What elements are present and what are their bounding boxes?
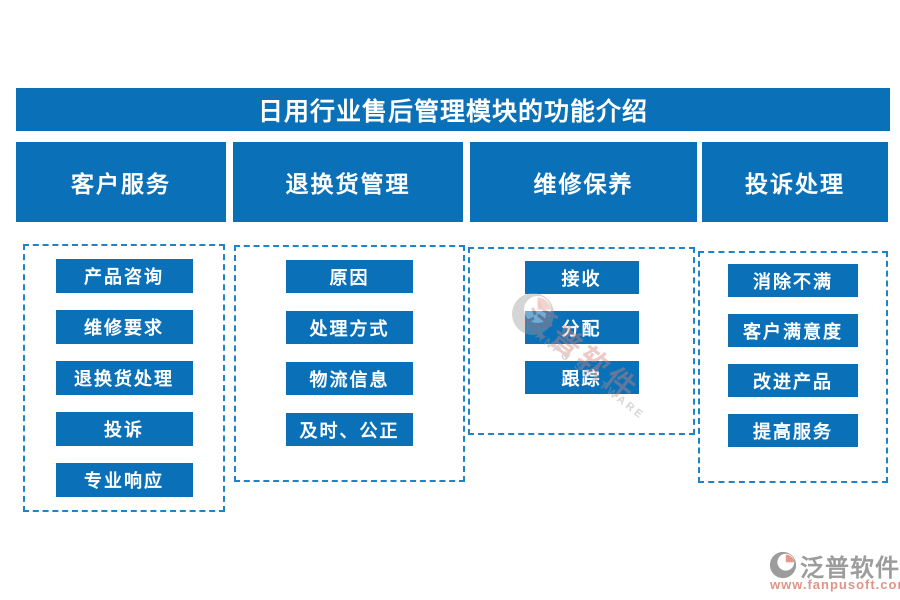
function-item-return-handling: 退换货处理 xyxy=(55,361,193,395)
function-item-assign: 分配 xyxy=(524,311,639,344)
column-box-customer-service: 产品咨询 维修要求 退换货处理 投诉 专业响应 xyxy=(23,244,225,512)
fanpu-logo-icon xyxy=(769,551,797,579)
diagram-title: 日用行业售后管理模块的功能介绍 xyxy=(16,88,890,131)
function-item-handling-method: 处理方式 xyxy=(286,311,413,344)
function-item-professional-response: 专业响应 xyxy=(55,463,193,497)
column-header-maintenance: 维修保养 xyxy=(470,142,697,222)
function-item-repair-request: 维修要求 xyxy=(55,310,193,344)
column-header-returns-management: 退换货管理 xyxy=(233,142,463,222)
function-item-customer-satisfaction: 客户满意度 xyxy=(728,314,858,347)
function-item-improve-product: 改进产品 xyxy=(728,364,858,397)
function-item-track: 跟踪 xyxy=(524,361,639,394)
column-box-complaint-handling: 消除不满 客户满意度 改进产品 提高服务 xyxy=(698,251,888,483)
function-item-product-consult: 产品咨询 xyxy=(55,259,193,293)
function-item-reason: 原因 xyxy=(286,260,413,293)
function-item-logistics-info: 物流信息 xyxy=(286,362,413,395)
column-box-maintenance: 接收 分配 跟踪 xyxy=(468,247,695,435)
function-item-eliminate-dissatisfaction: 消除不满 xyxy=(728,264,858,297)
column-box-returns-management: 原因 处理方式 物流信息 及时、公正 xyxy=(234,245,465,482)
brand-footer: 泛普软件 www.fanpusoft.com xyxy=(766,546,900,594)
brand-name: 泛普软件 xyxy=(800,555,900,582)
function-item-receive: 接收 xyxy=(524,261,639,294)
brand-url: www.fanpusoft.com xyxy=(770,577,900,592)
column-header-complaint-handling: 投诉处理 xyxy=(702,142,888,222)
column-header-customer-service: 客户服务 xyxy=(16,142,226,222)
function-item-complaint: 投诉 xyxy=(55,412,193,446)
function-item-timely-fair: 及时、公正 xyxy=(286,413,413,446)
function-item-improve-service: 提高服务 xyxy=(728,414,858,447)
